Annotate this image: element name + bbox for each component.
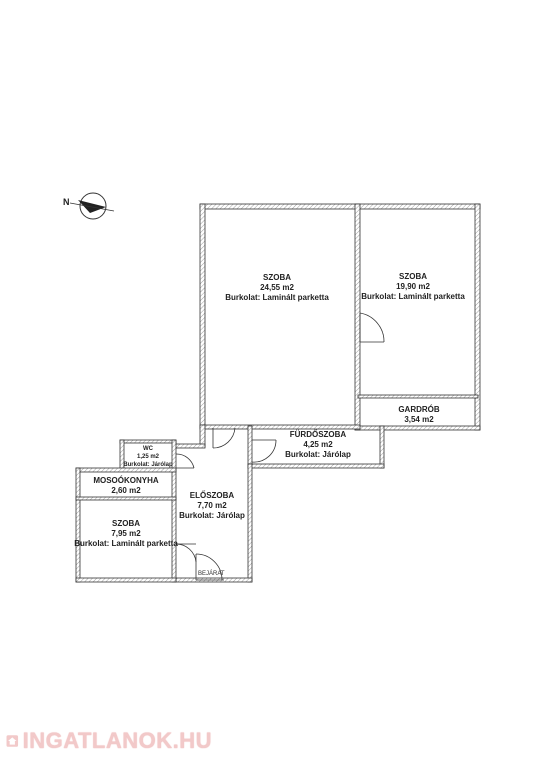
room-name: FÜRDŐSZOBA	[290, 430, 347, 439]
room-szoba-2: SZOBA 19,90 m2 Burkolat: Laminált parket…	[361, 272, 465, 301]
north-arrow-icon: N	[63, 192, 115, 220]
room-floor: Burkolat: Laminált parketta	[225, 293, 329, 302]
room-floor: Burkolat: Járólap	[285, 450, 351, 459]
room-name: SZOBA	[399, 272, 427, 281]
room-floor: Burkolat: Járólap	[179, 511, 245, 520]
room-gardrob: GARDRÓB 3,54 m2	[398, 405, 440, 424]
compass-letter: N	[63, 197, 70, 207]
room-area: 4,25 m2	[303, 440, 333, 449]
room-area: 2,60 m2	[111, 486, 141, 495]
room-floor: Burkolat: Laminált parketta	[74, 539, 178, 548]
room-area: 7,70 m2	[197, 501, 227, 510]
room-szoba-3: SZOBA 7,95 m2 Burkolat: Laminált parkett…	[74, 519, 178, 548]
room-floor: Burkolat: Laminált parketta	[361, 292, 465, 301]
watermark: INGATLANOK.HU	[6, 726, 212, 756]
room-area: 1,25 m2	[137, 454, 160, 460]
room-floor: Burkolat: Járólap	[123, 462, 173, 468]
room-mosokonyha: MOSOÓKONYHA 2,60 m2	[93, 476, 159, 495]
room-eloszoba: ELŐSZOBA 7,70 m2 Burkolat: Járólap	[179, 491, 245, 520]
watermark-text: INGATLANOK.HU	[22, 728, 212, 753]
room-furdoszoba: FÜRDŐSZOBA 4,25 m2 Burkolat: Járólap	[285, 430, 351, 459]
entrance-label: BEJÁRAT	[198, 570, 225, 577]
house-logo-icon	[6, 735, 19, 747]
room-name: SZOBA	[112, 519, 140, 528]
room-wc: WC 1,25 m2 Burkolat: Járólap	[123, 446, 173, 468]
room-area: 24,55 m2	[260, 283, 294, 292]
room-area: 19,90 m2	[396, 282, 430, 291]
room-name: ELŐSZOBA	[190, 491, 235, 500]
room-szoba-1: SZOBA 24,55 m2 Burkolat: Laminált parket…	[225, 273, 329, 302]
room-name: WC	[143, 446, 154, 452]
room-area: 3,54 m2	[404, 415, 434, 424]
door-swings	[175, 312, 385, 581]
room-name: GARDRÓB	[398, 405, 440, 414]
room-name: MOSOÓKONYHA	[93, 476, 159, 485]
room-name: SZOBA	[263, 273, 291, 282]
walls	[75, 203, 481, 583]
room-area: 7,95 m2	[111, 529, 141, 538]
